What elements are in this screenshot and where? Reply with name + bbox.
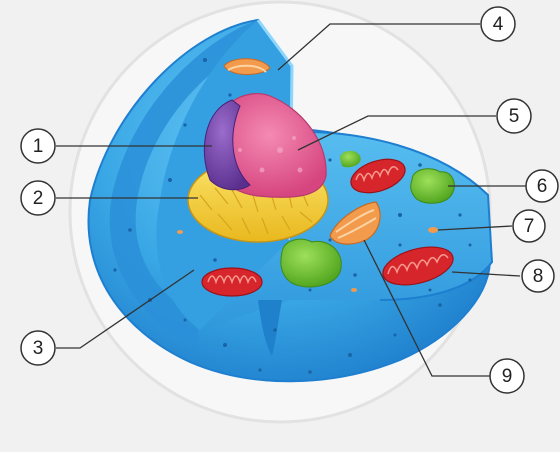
ribosome: [428, 227, 438, 233]
callout-2: 2: [21, 181, 55, 215]
callout-9-label: 9: [502, 366, 513, 387]
callout-1-label: 1: [33, 136, 44, 157]
callout-1: 1: [21, 129, 55, 163]
callout-8: 8: [522, 260, 554, 292]
callout-9: 9: [490, 359, 524, 393]
callout-3: 3: [21, 331, 55, 365]
callout-7: 7: [513, 210, 545, 242]
ribosome-small: [177, 230, 183, 234]
callout-6: 6: [526, 170, 558, 202]
callout-3-label: 3: [33, 338, 44, 359]
mitochondrion-left: [202, 268, 262, 296]
callout-4: 4: [481, 7, 515, 41]
vacuole-large: [281, 239, 341, 287]
callout-2-label: 2: [33, 188, 44, 209]
callout-7-label: 7: [524, 216, 535, 237]
ribosome-small: [351, 288, 357, 292]
callout-8-label: 8: [533, 266, 544, 287]
callout-5-label: 5: [509, 106, 520, 127]
callout-6-label: 6: [537, 176, 548, 197]
vacuole-right: [411, 169, 455, 204]
callout-5: 5: [497, 99, 531, 133]
callout-4-label: 4: [493, 14, 504, 35]
